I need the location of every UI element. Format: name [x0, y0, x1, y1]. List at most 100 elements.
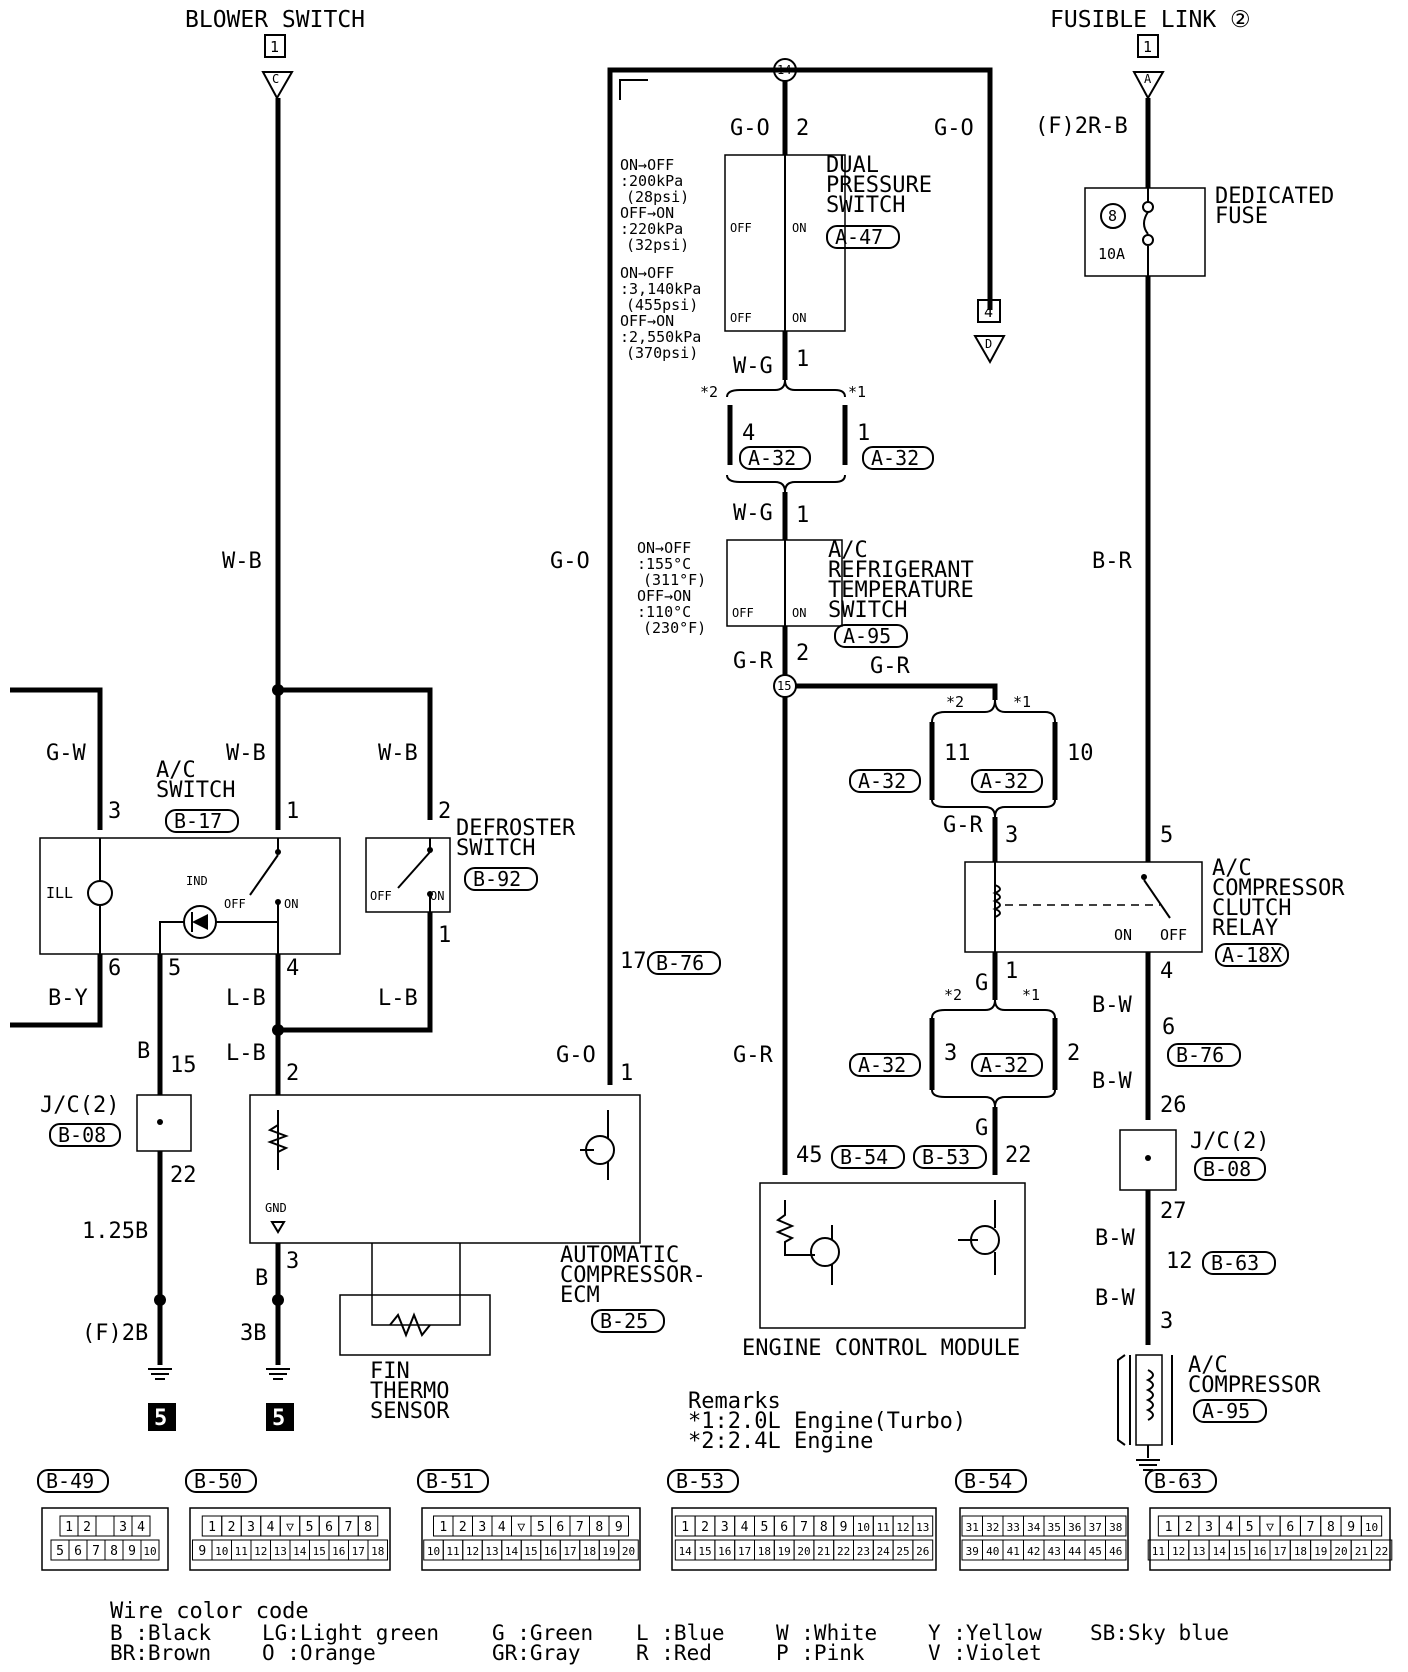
- connector-body: [189, 1507, 391, 1571]
- blower-switch-label: BLOWER SWITCH: [185, 7, 365, 33]
- connector-pin: 17: [563, 1545, 576, 1558]
- connector-pin: 17: [352, 1545, 365, 1558]
- connector-pin: 11: [446, 1545, 459, 1558]
- pin-10: 10: [1067, 741, 1094, 766]
- connector-pin: 7: [1307, 1520, 1315, 1535]
- jc-right-conn: B-08: [1203, 1157, 1251, 1181]
- rt-spec-5: (230°F): [643, 619, 706, 637]
- relay-label-4: RELAY: [1212, 916, 1278, 941]
- connector-pin-cell: [367, 1539, 388, 1561]
- connector-pin: 4: [137, 1520, 145, 1535]
- splice-dot-lb: [272, 1024, 284, 1036]
- ac-switch-conn-box: [165, 809, 239, 833]
- connector-pin: 20: [1334, 1545, 1347, 1558]
- wire-label-lb1: L-B: [226, 986, 266, 1011]
- auto-ecm-label-1: AUTOMATIC: [560, 1243, 679, 1268]
- connector-pin: 5: [306, 1520, 314, 1535]
- connector-pin: 9: [615, 1520, 623, 1535]
- legend-item: GR:Gray: [492, 1641, 581, 1665]
- connector-body: [671, 1507, 937, 1571]
- remarks-line-1: *1:2.0L Engine(Turbo): [688, 1409, 966, 1434]
- terminal-d-icon: [973, 335, 1006, 365]
- connector-pin: ▽: [286, 1520, 294, 1535]
- star2b: *2: [946, 693, 964, 711]
- fin-thermo-label-1: FIN: [370, 1359, 410, 1384]
- connector-pin: 19: [1314, 1545, 1327, 1558]
- compressor-conn: A-95: [1202, 1399, 1250, 1423]
- connector-label-box: [417, 1469, 489, 1493]
- wire-gw: [10, 687, 103, 830]
- connector-pin: 35: [1048, 1521, 1061, 1534]
- star1b: *1: [1013, 693, 1031, 711]
- b76-right: B-76: [1176, 1043, 1224, 1067]
- connector-pin: 26: [916, 1545, 929, 1558]
- legend-item: BR:Brown: [110, 1641, 211, 1665]
- dps-off2: OFF: [730, 311, 752, 325]
- connector-pin: 25: [896, 1545, 909, 1558]
- connector-pin: 11: [877, 1521, 890, 1534]
- ac-off-label: OFF: [224, 897, 246, 911]
- connector-pin: 4: [267, 1520, 275, 1535]
- ground-mid-num: 5: [272, 1406, 285, 1431]
- connector-body: [421, 1507, 641, 1571]
- connector-pin: 3: [478, 1520, 486, 1535]
- dp-spec2-4: :2,550kPa: [620, 328, 701, 346]
- dp-spec1-1: :200kPa: [620, 172, 683, 190]
- refrig-label-2: REFRIGERANT: [828, 558, 974, 583]
- jc-right-label: J/C(2): [1190, 1129, 1269, 1154]
- dps-off1: OFF: [730, 221, 752, 235]
- wire-label-gr4: G-R: [943, 813, 983, 838]
- connector-pin: 16: [1253, 1545, 1266, 1558]
- connector-pin: 13: [1192, 1545, 1205, 1558]
- connector-pin: 22: [1375, 1545, 1388, 1558]
- wire-go-main: [607, 67, 993, 1085]
- fuse-term-1: [1142, 201, 1154, 213]
- connector-pin: 6: [780, 1520, 788, 1535]
- ac-on-label: ON: [284, 897, 298, 911]
- wire-fin-thermo: [371, 1243, 461, 1326]
- connector-pin: 4: [498, 1520, 506, 1535]
- rt-spec-3: OFF→ON: [637, 587, 691, 605]
- connector-pin: 14: [1213, 1545, 1227, 1558]
- pin-a3: 3: [944, 1041, 957, 1066]
- b53-box: [913, 1145, 987, 1169]
- connector-pin: 17: [738, 1545, 751, 1558]
- connector-pin: 8: [364, 1520, 372, 1535]
- connector-pin: 42: [1027, 1545, 1040, 1558]
- wire-label-by: B-Y: [48, 986, 88, 1011]
- wire-label-gr2: G-R: [870, 654, 910, 679]
- pin-wb1: 1: [286, 799, 299, 824]
- pin-12: 12: [1166, 1249, 1193, 1274]
- relay-label-1: A/C: [1212, 856, 1252, 881]
- connector-pin: 20: [622, 1545, 635, 1558]
- connector-pin: 2: [83, 1520, 91, 1535]
- fusible-connector-num: 1: [1143, 38, 1152, 56]
- connector-pin: 7: [576, 1520, 584, 1535]
- wire-label-3b: 3B: [240, 1321, 267, 1346]
- ecm-resistor-icon: [775, 1200, 815, 1256]
- defroster-label-1: DEFROSTER: [456, 816, 576, 841]
- connector-label: B-50: [194, 1469, 242, 1493]
- pin-26: 26: [1160, 1093, 1187, 1118]
- jc-left-box: [136, 1094, 192, 1152]
- connector-label-box: [37, 1469, 109, 1493]
- pin-17: 17: [620, 949, 647, 974]
- connector-pin: 7: [345, 1520, 353, 1535]
- pin-22b: 22: [1005, 1143, 1032, 1168]
- connector-pin: 10: [427, 1545, 440, 1558]
- pin-rt1: 1: [796, 503, 809, 528]
- connector-pin-cell: [1105, 1539, 1127, 1561]
- fuse-icon: [1143, 188, 1149, 276]
- connector-pin-cell: [1371, 1539, 1393, 1561]
- connector-pin: 6: [556, 1520, 564, 1535]
- connector-pin-cell: [140, 1539, 160, 1561]
- connector-pin-cell: [1360, 1515, 1383, 1537]
- relay-contact-blade: [1143, 879, 1171, 919]
- connector-pin: 7: [92, 1544, 100, 1559]
- connector-pin: 12: [896, 1521, 909, 1534]
- connector-pin: 10: [143, 1545, 156, 1558]
- connector-pin: 18: [758, 1545, 771, 1558]
- connector-pin: 3: [119, 1520, 127, 1535]
